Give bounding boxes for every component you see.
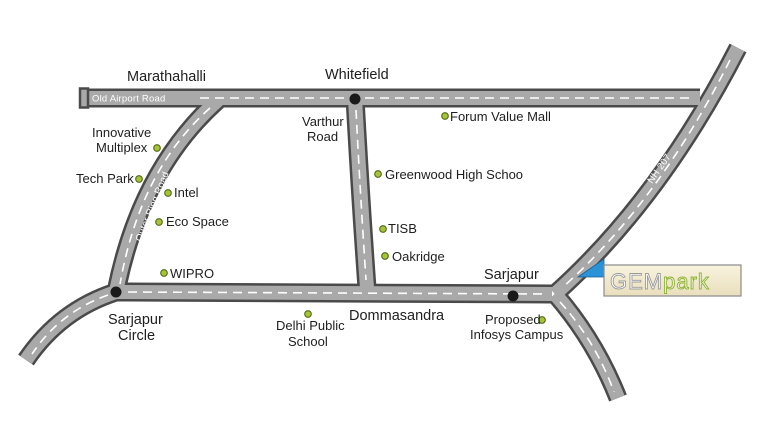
infosys-campus-dot	[538, 316, 546, 324]
gempark-logo: GEMpark	[603, 264, 742, 297]
wipro-dot	[160, 269, 168, 277]
marathahalli-label: Marathahalli	[127, 69, 206, 85]
sarjapur-circle-junction	[110, 286, 122, 298]
gempark-logo-park: park	[663, 269, 710, 294]
south-road-dash	[559, 301, 615, 393]
west-road-dash	[31, 294, 109, 355]
sarjapur-circle-label-line2: Circle	[118, 328, 155, 344]
whitefield-junction	[349, 93, 361, 105]
intel-label: Intel	[174, 185, 199, 200]
sarjapur-label: Sarjapur	[484, 267, 539, 283]
gempark-logo-box	[603, 264, 742, 297]
delhi-public-school-label-line1: Delhi Public	[276, 318, 345, 333]
innovative-multiplex-dot	[153, 144, 161, 152]
forum-value-mall-dot	[441, 112, 449, 120]
infosys-campus-label-line2: Infosys Campus	[470, 327, 564, 342]
west-road	[20, 285, 119, 364]
old-airport-road-label: Old Airport Road	[92, 94, 165, 105]
old-airport-road-end	[78, 87, 90, 109]
gempark-logo-gem: GEM	[610, 269, 663, 294]
varthur-road-dash	[355, 109, 367, 281]
delhi-public-school-dot	[304, 310, 312, 318]
sarjapur-junction	[507, 290, 519, 302]
greenwood-high-dot	[374, 170, 382, 178]
whitefield-label: Whitefield	[325, 67, 389, 83]
innovative-multiplex-label-line2: Multiplex	[96, 140, 148, 155]
sarjapur-circle-label-line1: Sarjapur	[108, 312, 163, 328]
infosys-campus-label-line1: Proposed	[485, 312, 541, 327]
junctions	[110, 93, 519, 302]
lane-dashes	[31, 59, 731, 393]
wipro-label: WIPRO	[170, 266, 214, 281]
varthur-road-label-line1: Varthur	[302, 114, 344, 129]
gempark-logo-text: GEMpark	[610, 269, 710, 294]
forum-value-mall-label: Forum Value Mall	[450, 109, 551, 124]
road-ends	[78, 87, 90, 109]
delhi-public-school-label-line2: School	[288, 334, 328, 349]
tisb-dot	[379, 225, 387, 233]
oakridge-label: Oakridge	[392, 249, 445, 264]
innovative-multiplex-label-line1: Innovative	[92, 125, 151, 140]
tech-park-label: Tech Park	[76, 171, 134, 186]
dommasandra-label: Dommasandra	[349, 308, 445, 324]
sarjapur-road-dash	[127, 291, 546, 295]
tisb-label: TISB	[388, 221, 417, 236]
eco-space-dot	[155, 218, 163, 226]
outer-ring-road-dash	[119, 107, 211, 285]
greenwood-high-label: Greenwood High Schoo	[385, 167, 523, 182]
south-road	[549, 289, 625, 401]
eco-space-label: Eco Space	[166, 214, 229, 229]
tech-park-dot	[135, 175, 143, 183]
outer-ring-road	[109, 94, 223, 294]
oakridge-dot	[381, 252, 389, 260]
intel-dot	[164, 189, 172, 197]
varthur-road-label-line2: Road	[307, 129, 338, 144]
landmark-dots	[135, 112, 546, 324]
